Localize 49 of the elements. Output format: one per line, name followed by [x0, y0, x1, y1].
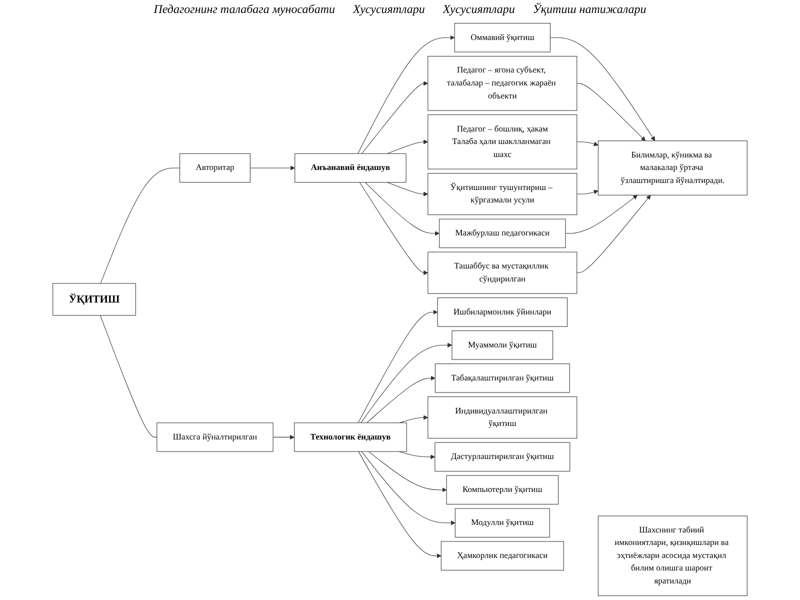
node-box: Оммавий ўқитиш	[454, 23, 550, 52]
node-box: Педагог – бошлиқ, ҳакам Талаба ҳали шаклланмаган шахс	[428, 114, 578, 170]
arrow	[576, 190, 598, 194]
arrow	[250, 166, 296, 170]
arrow	[576, 142, 598, 146]
node-box: Шахснинг табиий имкониятлари, қизиқишлари ва эҳтиёжлари асосида мустақил билим олишга шароит яратилади	[598, 516, 748, 596]
node-box: Табақалаштирилган ўқитиш	[434, 364, 570, 393]
arrow	[362, 81, 428, 154]
arrow	[358, 35, 455, 154]
arrow	[364, 182, 440, 236]
node-box: Ҳамкорлик педагогикаси	[440, 541, 564, 570]
node-box: Ташаббус ва мустақиллик сўндирилган	[428, 252, 578, 294]
node-box: Модулли ўқитиш	[454, 508, 550, 538]
node-box: Шахсга йўналтирилган	[156, 422, 274, 452]
node-box: Ўқитишнинг тушунтириш – кўргазмали усули	[428, 173, 578, 216]
note-text: Хусусиятлари	[352, 2, 425, 17]
node-box: Педагог – ягона субъект, талабалар – педагогик жараён объекти	[428, 56, 578, 111]
node-box: Ишбилармонлик ўйинлари	[437, 298, 568, 327]
arrow	[360, 342, 452, 424]
arrow	[361, 451, 456, 526]
node-box: Муаммоли ўқитиш	[452, 330, 554, 360]
node-box: Компьютерли ўқитиш	[446, 475, 559, 504]
arrow	[358, 451, 442, 558]
node-box: Индивидуаллаштирилган ўқитиш	[428, 396, 578, 439]
node-box: Дастурлаштирилган ўқитиш	[434, 442, 570, 472]
arrow	[565, 194, 638, 234]
connector	[100, 315, 158, 438]
arrow	[576, 194, 651, 274]
arrow	[368, 451, 447, 492]
node-box: Билимлар, кўникма ва малакалар ўртача ўзлаштиришга йўналтиради.	[598, 140, 748, 196]
arrow	[358, 310, 438, 424]
arrow	[272, 434, 295, 440]
arrow	[398, 451, 436, 460]
node-box: Технологик ёндашув	[294, 422, 407, 452]
node-box: Анъанавий ёндашув	[294, 153, 406, 183]
arrow	[550, 37, 656, 142]
note-text: Ўқитиш натижалари	[532, 2, 646, 17]
arrow	[576, 83, 646, 142]
node-box: Авторитар	[180, 153, 250, 183]
connector	[100, 168, 180, 284]
arrow	[387, 140, 428, 154]
arrow	[398, 415, 428, 424]
arrow	[359, 182, 428, 276]
note-text: Педагогнинг талабага муносабати	[154, 2, 335, 17]
arrow	[366, 376, 436, 424]
note-text: Хусусиятлари	[442, 2, 515, 17]
node-box: ЎҚИТИШ	[52, 283, 136, 316]
node-box: Мажбурлаш педагогикаси	[439, 218, 566, 248]
arrow	[387, 182, 428, 196]
